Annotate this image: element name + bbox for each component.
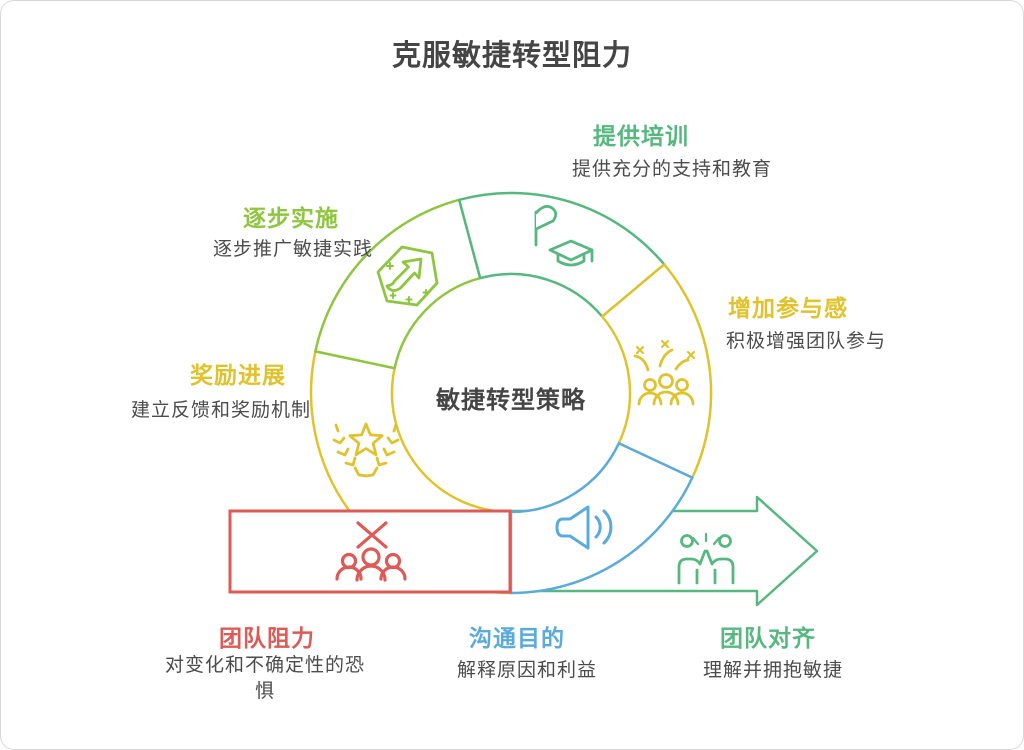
- section-desc-reward: 建立反馈和奖励机制: [130, 400, 312, 421]
- section-desc-training: 提供充分的支持和教育: [571, 159, 773, 180]
- star-laurel-icon: [332, 422, 400, 478]
- section-label-engagement: 增加参与感: [728, 295, 848, 321]
- section-label-alignment: 团队对齐: [720, 625, 816, 651]
- confetti-people-icon: [633, 339, 696, 406]
- section-desc-engagement: 积极增强团队参与: [725, 331, 887, 352]
- section-label-training: 提供培训: [593, 123, 689, 149]
- segment-engagement: [600, 263, 713, 479]
- section-label-communicate: 沟通目的: [469, 625, 565, 651]
- donut-chart: [309, 191, 713, 595]
- graduation-cap-icon: [534, 204, 594, 267]
- section-desc-communicate: 解释原因和利益: [456, 660, 598, 681]
- section-label-resistance: 团队阻力: [219, 625, 315, 651]
- rejected-team-icon: [335, 521, 407, 582]
- segment-communicate: [509, 442, 694, 595]
- section-label-reward: 奖励进展: [190, 362, 286, 388]
- arrow-badge-icon: [376, 245, 439, 307]
- donut-center-label: 敏捷转型策略: [436, 387, 586, 414]
- section-label-gradual: 逐步实施: [243, 205, 339, 231]
- resistance-box: [228, 509, 512, 594]
- section-desc-alignment: 理解并拥抱敏捷: [702, 660, 844, 681]
- diagram-title: 克服敏捷转型阻力: [391, 40, 633, 72]
- section-desc-gradual: 逐步推广敏捷实践: [212, 239, 374, 260]
- megaphone-icon: [555, 505, 613, 550]
- section-desc-resistance: 对变化和不确定性的恐惧: [164, 655, 365, 702]
- high-five-icon: [677, 532, 735, 585]
